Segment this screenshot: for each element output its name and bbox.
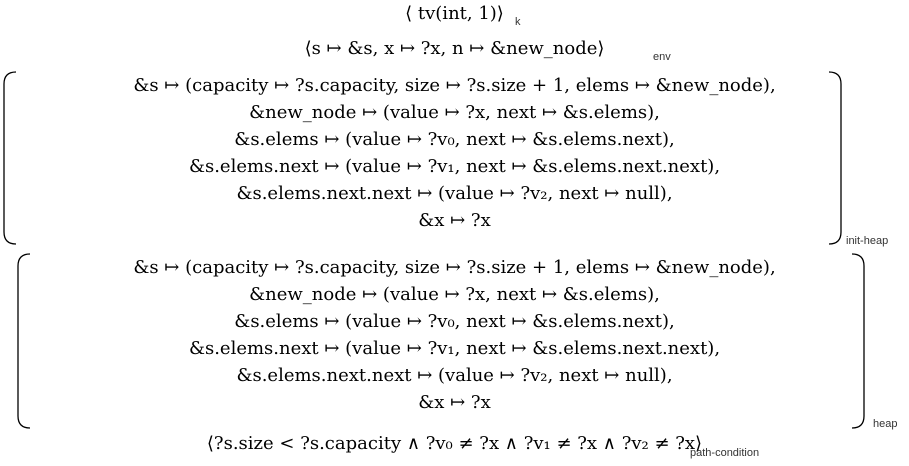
heap-line: &s.elems.next.next ↦ (value ↦ ?v₂, next … (236, 365, 673, 386)
env-cell: ⟨s ↦ &s, x ↦ ?x, n ↦ &new_node⟩ (0, 37, 909, 61)
heap-right-bracket (851, 253, 865, 429)
path-condition-content: ⟨?s.size < ?s.capacity ∧ ?v₀ ≠ ?x ∧ ?v₁ … (206, 433, 703, 454)
path-condition-cell: ⟨?s.size < ?s.capacity ∧ ?v₀ ≠ ?x ∧ ?v₁ … (0, 432, 909, 456)
init-heap-line: &new_node ↦ (value ↦ ?x, next ↦ &s.elems… (249, 102, 660, 123)
init-heap-line: &s.elems.next.next ↦ (value ↦ ?v₂, next … (236, 183, 673, 204)
init-heap-right-bracket (828, 71, 842, 245)
init-heap-left-bracket (3, 71, 17, 245)
env-cell-content: ⟨s ↦ &s, x ↦ ?x, n ↦ &new_node⟩ (304, 38, 605, 59)
heap-line: &s ↦ (capacity ↦ ?s.capacity, size ↦ ?s.… (133, 257, 776, 278)
init-heap-line: &s.elems ↦ (value ↦ ?v₀, next ↦ &s.elems… (234, 129, 675, 150)
init-heap-label: init-heap (846, 235, 889, 247)
k-cell-content: ⟨ tv(int, 1)⟩ (405, 3, 504, 24)
init-heap-line: &s ↦ (capacity ↦ ?s.capacity, size ↦ ?s.… (133, 75, 776, 96)
k-cell: ⟨ tv(int, 1)⟩ (0, 2, 909, 26)
init-heap-line: &s.elems.next ↦ (value ↦ ?v₁, next ↦ &s.… (188, 156, 721, 177)
heap-line: &s.elems ↦ (value ↦ ?v₀, next ↦ &s.elems… (234, 311, 675, 332)
init-heap-line: &x ↦ ?x (418, 210, 491, 231)
heap-label: heap (873, 418, 898, 430)
heap-line: &s.elems.next ↦ (value ↦ ?v₁, next ↦ &s.… (188, 338, 721, 359)
heap-line: &new_node ↦ (value ↦ ?x, next ↦ &s.elems… (249, 284, 660, 305)
heap-line: &x ↦ ?x (418, 392, 491, 413)
env-cell-label: env (653, 51, 671, 63)
path-condition-label: path-condition (690, 447, 760, 459)
k-cell-label: k (515, 16, 521, 28)
heap-left-bracket (17, 253, 31, 429)
